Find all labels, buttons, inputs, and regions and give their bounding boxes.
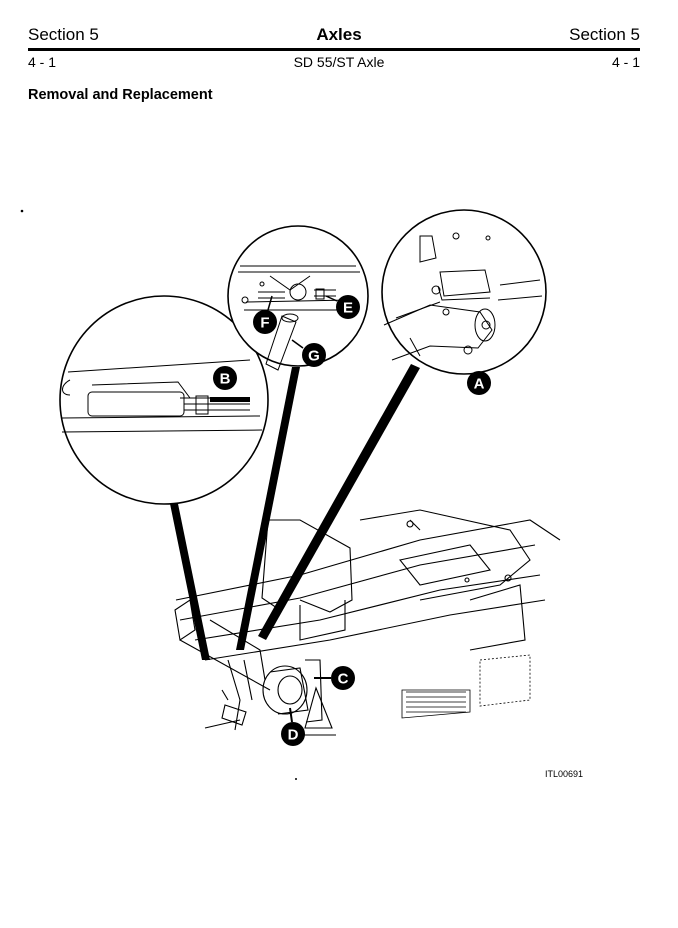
figure-reference: ITL00691 [545, 769, 584, 779]
page-number-right: 4 - 1 [611, 54, 640, 70]
leader-line-a [258, 364, 420, 640]
svg-text:G: G [308, 348, 320, 365]
page-number-left: 4 - 1 [28, 54, 57, 70]
leader-line-g [236, 367, 300, 650]
section-label-right: Section 5 [569, 25, 640, 44]
page-title: Axles [316, 25, 362, 44]
callout-g: G [291, 339, 326, 367]
leader-line-b [168, 494, 210, 660]
callout-d: D [281, 707, 305, 746]
svg-text:B: B [220, 371, 231, 388]
svg-text:A: A [474, 376, 485, 393]
section-label-left: Section 5 [28, 25, 99, 44]
header-rule [28, 48, 640, 51]
svg-text:E: E [343, 300, 353, 317]
svg-text:F: F [260, 315, 269, 332]
page-subtitle: SD 55/ST Axle [293, 54, 385, 70]
detail-view-b [59, 295, 269, 505]
callout-f: F [253, 295, 277, 334]
detail-view-a [381, 209, 547, 375]
callout-a: A [467, 371, 491, 395]
hatched-block [401, 654, 531, 719]
callout-b: B [213, 366, 237, 390]
callout-e: E [325, 295, 360, 319]
chassis-frame-drawing [174, 509, 561, 736]
svg-text:C: C [338, 671, 349, 688]
svg-text:D: D [288, 727, 299, 744]
callout-c: C [314, 666, 355, 690]
section-heading: Removal and Replacement [28, 87, 213, 103]
